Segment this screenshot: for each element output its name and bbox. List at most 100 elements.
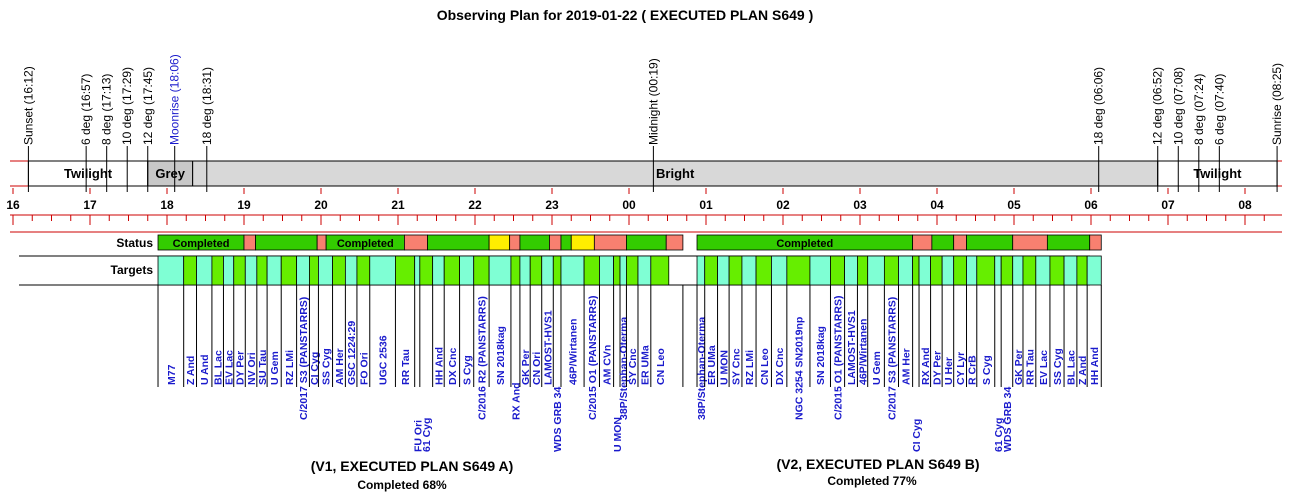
plan-a-target-label-35: SY Cnc bbox=[627, 348, 639, 385]
band-2 bbox=[192, 160, 1159, 187]
hour-label-7: 23 bbox=[545, 198, 559, 212]
plan-b-target-label-12: U Gem bbox=[871, 351, 883, 385]
hour-label-15: 07 bbox=[1161, 198, 1175, 212]
plan-b-target-label-8: SN 2018kag bbox=[815, 326, 827, 385]
plan-b-target-label-13: C/2017 S3 (PANSTARRS) bbox=[886, 297, 898, 420]
plan-a-target-label-22: S Cyg bbox=[462, 355, 474, 385]
plan-a-target-label-15: FO Ori bbox=[358, 352, 370, 385]
plan-a-target-block-9 bbox=[280, 255, 298, 286]
plan-b-target-block-19 bbox=[953, 255, 967, 286]
plan-b-target-block-26 bbox=[1035, 255, 1051, 286]
hour-label-10: 02 bbox=[776, 198, 790, 212]
plan-a-target-block-11 bbox=[309, 255, 319, 286]
plan-b-target-block-28 bbox=[1063, 255, 1078, 286]
target-blocks bbox=[157, 255, 1102, 286]
plan-a-target-block-5 bbox=[233, 255, 246, 286]
event-label-9: 12 deg (06:52) bbox=[1151, 67, 1165, 145]
plan-a-target-label-33: U MON bbox=[612, 417, 624, 452]
plan-a-target-block-7 bbox=[256, 255, 268, 286]
plan-b-target-block-3 bbox=[728, 255, 743, 286]
hour-label-3: 19 bbox=[237, 198, 251, 212]
plan-a-target-label-34: 38P/Stephan-Oterma bbox=[618, 317, 630, 420]
plan-b-target-block-15 bbox=[912, 255, 920, 286]
status-block-22 bbox=[1046, 234, 1091, 251]
plan-a-target-label-0: M77 bbox=[166, 364, 178, 385]
status-block-7 bbox=[488, 234, 511, 251]
plan-a-target-block-12 bbox=[318, 255, 333, 286]
plan-a-target-label-37: CN Leo bbox=[655, 348, 667, 385]
event-label-13: Sunrise (08:25) bbox=[1270, 63, 1284, 145]
plan-b-target-block-16 bbox=[918, 255, 931, 286]
plan-b-target-block-30 bbox=[1086, 255, 1102, 286]
plan-b-target-block-25 bbox=[1022, 255, 1037, 286]
plan-b-target-block-2 bbox=[717, 255, 730, 286]
plan-b-target-label-25: RR Tau bbox=[1024, 349, 1036, 385]
plan-b-target-label-24: GK Per bbox=[1013, 349, 1025, 385]
hour-label-9: 01 bbox=[699, 198, 713, 212]
plan-a-target-block-35 bbox=[626, 255, 639, 286]
status-block-17 bbox=[912, 234, 933, 251]
hour-label-11: 03 bbox=[853, 198, 867, 212]
status-label-0: Completed bbox=[173, 238, 230, 250]
plan-a-target-block-18 bbox=[414, 255, 421, 286]
plan-a-completed: Completed 68% bbox=[357, 478, 447, 492]
plan-a-target-label-16: UGC 2536 bbox=[378, 335, 390, 385]
plan-a-target-label-1: Z And bbox=[185, 356, 197, 385]
plan-b-target-block-29 bbox=[1076, 255, 1088, 286]
plan-b-target-label-4: RZ LMi bbox=[744, 350, 756, 385]
plan-a-target-block-31 bbox=[583, 255, 600, 286]
plan-a-target-block-36 bbox=[637, 255, 652, 286]
plan-b-target-label-14: AM Her bbox=[901, 348, 913, 385]
event-label-0: Sunset (16:12) bbox=[21, 66, 35, 145]
status-block-18 bbox=[931, 234, 955, 251]
plan-a-target-label-6: NV Ori bbox=[246, 352, 258, 385]
plan-a-target-block-17 bbox=[395, 255, 416, 286]
event-label-12: 6 deg (07:40) bbox=[1212, 74, 1226, 145]
event-label-6: 18 deg (18:31) bbox=[200, 67, 214, 145]
plan-a-target-block-15 bbox=[356, 255, 371, 286]
plan-a-target-block-3 bbox=[211, 255, 224, 286]
status-label-16: Completed bbox=[776, 238, 833, 250]
event-label-7: Midnight (00:19) bbox=[646, 58, 660, 145]
plan-b-target-label-9: C/2015 O1 (PANSTARRS) bbox=[833, 296, 845, 420]
plan-b-target-label-15: CI Cyg bbox=[911, 419, 923, 452]
status-block-19 bbox=[953, 234, 967, 251]
plan-b-target-block-14 bbox=[898, 255, 914, 286]
plan-b-target-label-20: R CrB bbox=[967, 355, 979, 385]
plan-a-caption: (V1, EXECUTED PLAN S649 A) bbox=[311, 458, 514, 474]
status-block-6 bbox=[427, 234, 490, 251]
chart-title: Observing Plan for 2019-01-22 ( EXECUTED… bbox=[437, 7, 814, 23]
plan-a-target-label-25: RX And bbox=[510, 382, 522, 420]
plan-b-target-label-5: CN Leo bbox=[759, 348, 771, 385]
plan-b-target-block-5 bbox=[755, 255, 772, 286]
plan-a-target-label-21: DX Cnc bbox=[447, 348, 459, 386]
plan-b-target-label-2: U MON bbox=[718, 350, 730, 385]
plan-b-target-block-12 bbox=[867, 255, 885, 286]
band-label-0: Twilight bbox=[64, 166, 113, 181]
hour-label-14: 06 bbox=[1084, 198, 1098, 212]
event-markers: Sunset (16:12)6 deg (16:57)8 deg (17:13)… bbox=[21, 54, 1284, 192]
band-label-1: Grey bbox=[155, 166, 185, 181]
plan-b-target-label-1: ER UMa bbox=[706, 345, 718, 385]
status-block-14 bbox=[626, 234, 667, 251]
plan-b-target-label-22: 61 Cyg bbox=[993, 418, 1005, 452]
plan-b-target-label-23: WDS GRB 34 bbox=[1002, 386, 1014, 452]
plan-a-target-label-36: ER UMa bbox=[639, 345, 651, 385]
event-label-1: 6 deg (16:57) bbox=[79, 74, 93, 145]
plan-a-target-block-20 bbox=[432, 255, 445, 286]
hour-label-4: 20 bbox=[314, 198, 328, 212]
band-label-2: Bright bbox=[656, 166, 695, 181]
plan-a-target-label-14: GSC 1224:29 bbox=[346, 321, 358, 385]
plan-a-target-block-16 bbox=[369, 255, 396, 286]
status-row-label: Status bbox=[116, 236, 153, 250]
plan-a-target-block-8 bbox=[266, 255, 282, 286]
plan-a-target-block-30 bbox=[560, 255, 585, 286]
plan-b-target-label-29: Z And bbox=[1077, 356, 1089, 385]
hour-label-2: 18 bbox=[160, 198, 174, 212]
event-label-8: 18 deg (06:06) bbox=[1092, 67, 1106, 145]
plan-b-target-label-18: U Her bbox=[943, 357, 955, 385]
plan-b-target-block-11 bbox=[857, 255, 869, 286]
plan-b-target-block-17 bbox=[930, 255, 943, 286]
